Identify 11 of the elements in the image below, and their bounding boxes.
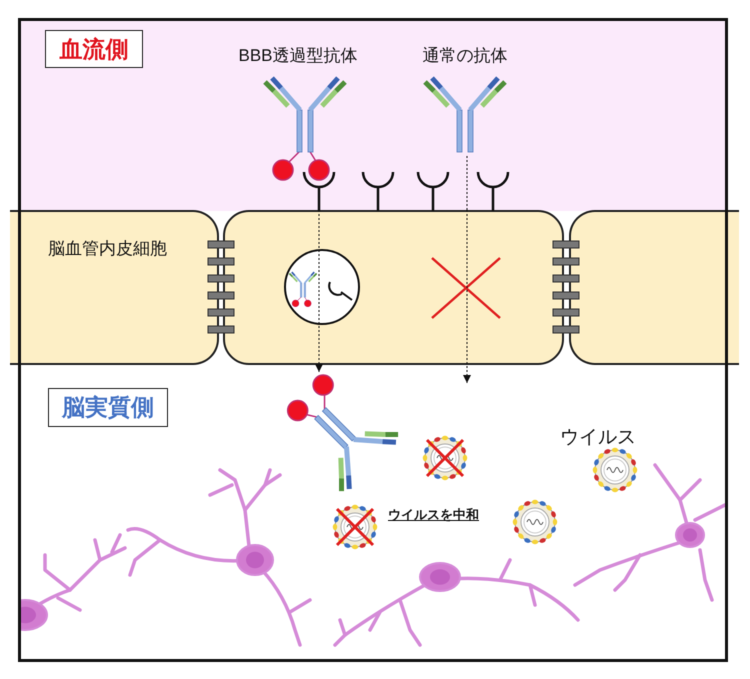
- arrow: [315, 210, 323, 372]
- antibody-label: BBB透過型抗体: [237, 45, 359, 67]
- region-label-box: 血流側: [45, 30, 143, 68]
- cell-body: [569, 210, 739, 365]
- cell-label: 脳血管内皮細胞: [48, 238, 167, 260]
- antibody-label: 通常の抗体: [422, 45, 508, 67]
- cell-body: [10, 210, 219, 365]
- caption-text: ウイルスを中和: [388, 506, 479, 524]
- region-label-box: 脳実質側: [48, 388, 168, 427]
- arrow: [463, 210, 471, 384]
- virus-label: ウイルス: [560, 426, 636, 450]
